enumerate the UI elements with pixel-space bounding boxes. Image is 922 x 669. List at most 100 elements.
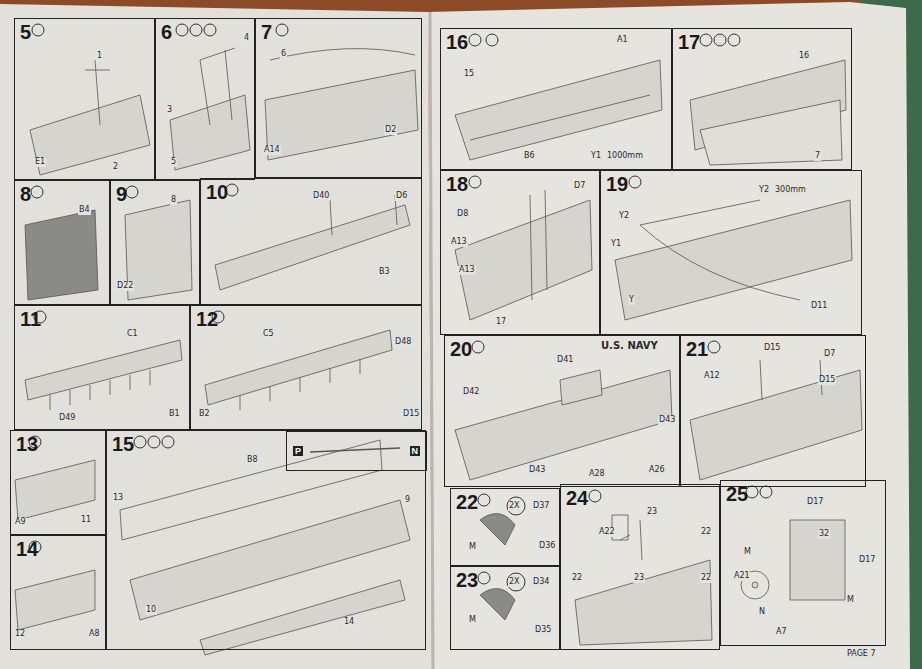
step-number: 13 (16, 434, 38, 454)
part-label: 1000mm (606, 152, 644, 161)
step-number: 22 (456, 492, 478, 512)
part-label: PAGE 7 (846, 650, 877, 659)
step-number: 6 (161, 22, 172, 42)
part-label: B6 (523, 152, 536, 161)
part-label: A13 (450, 238, 468, 247)
part-label: A21 (733, 572, 751, 581)
step-panel: 16 (440, 28, 672, 170)
tool-hint-row: PN (287, 432, 426, 470)
part-label: 5 (170, 158, 177, 167)
tool-letter: P (293, 446, 303, 457)
part-label: C1 (126, 330, 139, 339)
part-label: M (468, 616, 477, 625)
part-label: 12 (14, 630, 26, 639)
step-number: 18 (446, 174, 468, 194)
part-label: 2X (508, 502, 521, 511)
part-label: D37 (532, 502, 550, 511)
step-panel: 8 (14, 180, 110, 305)
part-label: D35 (534, 626, 552, 635)
step-panel: 21 (680, 335, 866, 487)
step-number: 20 (450, 339, 472, 359)
part-label: 2X (508, 578, 521, 587)
left-page (0, 4, 432, 669)
step-panel: 18 (440, 170, 600, 335)
step-number: 23 (456, 570, 478, 590)
part-label: B4 (78, 206, 91, 215)
part-label: D48 (394, 338, 412, 347)
part-label: 13 (112, 494, 124, 503)
part-label: 4 (243, 34, 250, 43)
part-label: 6 (280, 50, 287, 59)
right-page (428, 2, 910, 669)
part-label: A7 (775, 628, 788, 637)
part-label: 32 (818, 530, 830, 539)
part-label: B1 (168, 410, 181, 419)
part-label: M (846, 596, 855, 605)
step-panel: 17 (672, 28, 852, 170)
step-number: 9 (116, 184, 127, 204)
part-label: D15 (818, 376, 836, 385)
part-label: 22 (700, 574, 712, 583)
step-number: 14 (16, 539, 38, 559)
step-icons (29, 24, 772, 591)
step-number: 17 (678, 32, 700, 52)
part-label: D7 (573, 182, 586, 191)
part-label: 1 (96, 52, 103, 61)
step-number: 15 (112, 434, 134, 454)
part-label: D17 (858, 556, 876, 565)
part-label: B3 (378, 268, 391, 277)
step-panel: 12 (190, 305, 422, 430)
step-number: 11 (20, 309, 41, 329)
part-label: E1 (34, 158, 46, 167)
part-label: 11 (80, 516, 92, 525)
part-label: D15 (763, 344, 781, 353)
step-number: 5 (20, 22, 31, 42)
part-label: D17 (806, 498, 824, 507)
page-fold (430, 12, 433, 669)
step-panel: 24 (560, 484, 720, 650)
step-number: 16 (446, 32, 468, 52)
part-label: D15 (402, 410, 420, 419)
part-label: Y2 (618, 212, 630, 221)
part-label: D42 (462, 388, 480, 397)
part-label: B8 (246, 456, 259, 465)
part-label: Y2 (758, 186, 770, 195)
step-panel: 11 (14, 305, 190, 430)
step-panel: 15PN (106, 430, 426, 650)
part-label: A14 (263, 146, 281, 155)
part-sketches (15, 48, 862, 655)
part-label: 10 (145, 606, 157, 615)
part-label: D6 (395, 192, 408, 201)
part-label: A13 (458, 266, 476, 275)
part-label: A9 (14, 518, 27, 527)
part-label: 300mm (774, 186, 807, 195)
part-label: U.S. NAVY (600, 340, 659, 351)
part-label: 3 (166, 106, 173, 115)
part-label: 9 (404, 496, 411, 505)
part-label: 2 (112, 163, 119, 172)
part-label: 23 (633, 574, 645, 583)
part-label: D43 (658, 416, 676, 425)
part-label: A22 (598, 528, 616, 537)
part-label: D40 (312, 192, 330, 201)
step-panel: 10 (200, 178, 422, 305)
tool-letter: N (410, 446, 421, 457)
step-number: 10 (206, 182, 228, 202)
part-label: D34 (532, 578, 550, 587)
part-label: A28 (588, 470, 606, 479)
part-label: A26 (648, 466, 666, 475)
part-label: N (758, 608, 766, 617)
step-panel: 6 (155, 18, 255, 180)
step-number: 8 (20, 184, 31, 204)
part-label: 15 (463, 70, 475, 79)
part-label: A12 (703, 372, 721, 381)
step-panel: 22 (450, 488, 560, 566)
part-label: D11 (810, 302, 828, 311)
part-label: B2 (198, 410, 211, 419)
part-label: Y1 (610, 240, 622, 249)
part-label: 16 (798, 52, 810, 61)
step-number: 12 (196, 309, 218, 329)
part-label: 14 (343, 618, 355, 627)
step-number: 24 (566, 488, 588, 508)
